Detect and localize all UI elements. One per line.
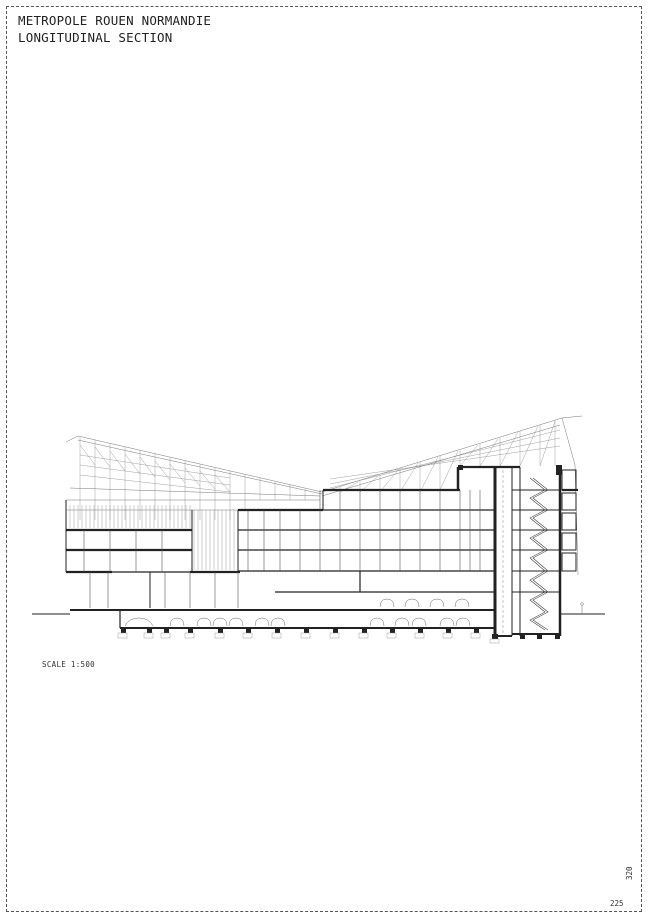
page-number: 225 bbox=[610, 899, 624, 908]
facade-louvers bbox=[65, 500, 235, 570]
drawing-subtitle: LONGITUDINAL SECTION bbox=[18, 30, 173, 45]
human-figure bbox=[580, 602, 584, 614]
title-block: METROPOLE ROUEN NORMANDIE LONGITUDINAL S… bbox=[18, 12, 211, 46]
scale-label: SCALE 1:500 bbox=[42, 660, 95, 669]
dashed-page-frame bbox=[6, 6, 642, 912]
main-walls bbox=[65, 490, 324, 608]
floor-lines bbox=[66, 509, 495, 593]
floor-slabs bbox=[66, 465, 578, 574]
footings bbox=[121, 628, 560, 639]
footing-outlines bbox=[117, 632, 500, 644]
circulation-core bbox=[456, 465, 577, 636]
page-total: 320 bbox=[625, 866, 634, 880]
roof-truss bbox=[65, 415, 583, 576]
project-title: METROPOLE ROUEN NORMANDIE bbox=[18, 13, 212, 28]
interior-grid bbox=[83, 490, 481, 608]
parked-cars bbox=[124, 598, 471, 627]
ground-and-basement bbox=[32, 609, 605, 637]
